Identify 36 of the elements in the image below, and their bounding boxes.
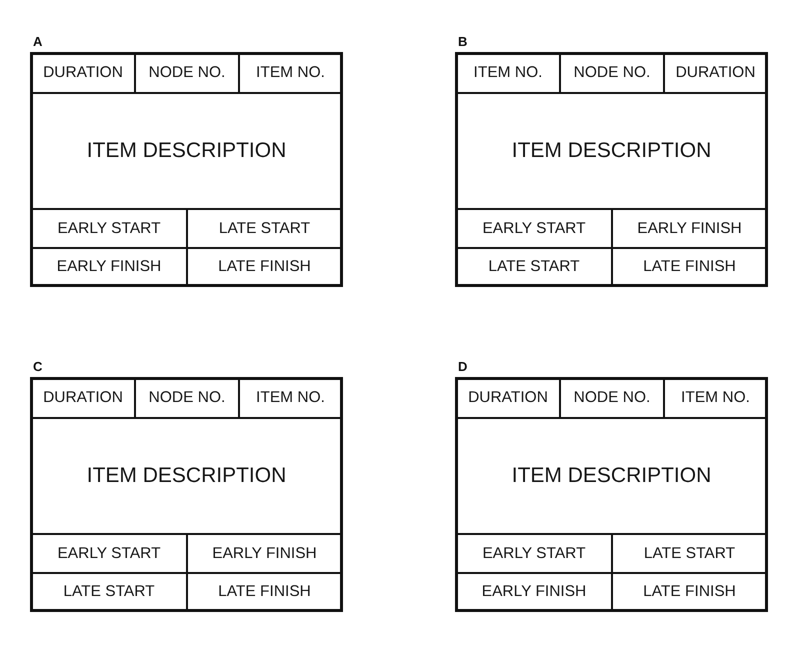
field-label: EARLY START: [482, 220, 586, 238]
field-label: LATE FINISH: [643, 258, 736, 276]
field-label: NODE NO.: [574, 389, 650, 407]
field-label: LATE FINISH: [218, 258, 311, 276]
field-label: NODE NO.: [148, 64, 226, 82]
description-label: ITEM DESCRIPTION: [512, 138, 712, 164]
panel-letter: A: [33, 34, 42, 49]
field-label: LATE START: [644, 544, 736, 562]
field-label: ITEM NO.: [256, 64, 325, 82]
field-label: DURATION: [676, 64, 756, 82]
field-label: NODE NO.: [574, 64, 650, 82]
field-label: EARLY FINISH: [637, 220, 742, 238]
field-label: EARLY FINISH: [56, 258, 162, 276]
field-label: EARLY FINISH: [482, 583, 586, 601]
field-label: EARLY FINISH: [212, 544, 317, 562]
field-label: ITEM NO.: [474, 64, 542, 82]
field-label: LATE START: [63, 583, 155, 601]
field-label: DURATION: [43, 64, 123, 82]
field-label: ITEM NO.: [681, 389, 750, 407]
field-label: ITEM NO.: [256, 389, 325, 407]
field-label: EARLY START: [57, 544, 161, 562]
description-label: ITEM DESCRIPTION: [512, 464, 712, 488]
description-label: ITEM DESCRIPTION: [86, 464, 286, 488]
field-label: LATE FINISH: [218, 583, 311, 601]
field-label: NODE NO.: [148, 389, 226, 407]
panel-letter: C: [33, 359, 42, 374]
field-label: EARLY START: [57, 220, 161, 238]
field-label: DURATION: [468, 389, 548, 407]
field-label: LATE START: [488, 258, 580, 276]
field-label: DURATION: [43, 389, 123, 407]
field-label: EARLY START: [482, 544, 586, 562]
description-label: ITEM DESCRIPTION: [86, 138, 286, 164]
field-label: LATE FINISH: [643, 583, 736, 601]
panel-letter: D: [458, 359, 468, 374]
field-label: LATE START: [218, 220, 310, 238]
panel-letter: B: [458, 34, 468, 49]
